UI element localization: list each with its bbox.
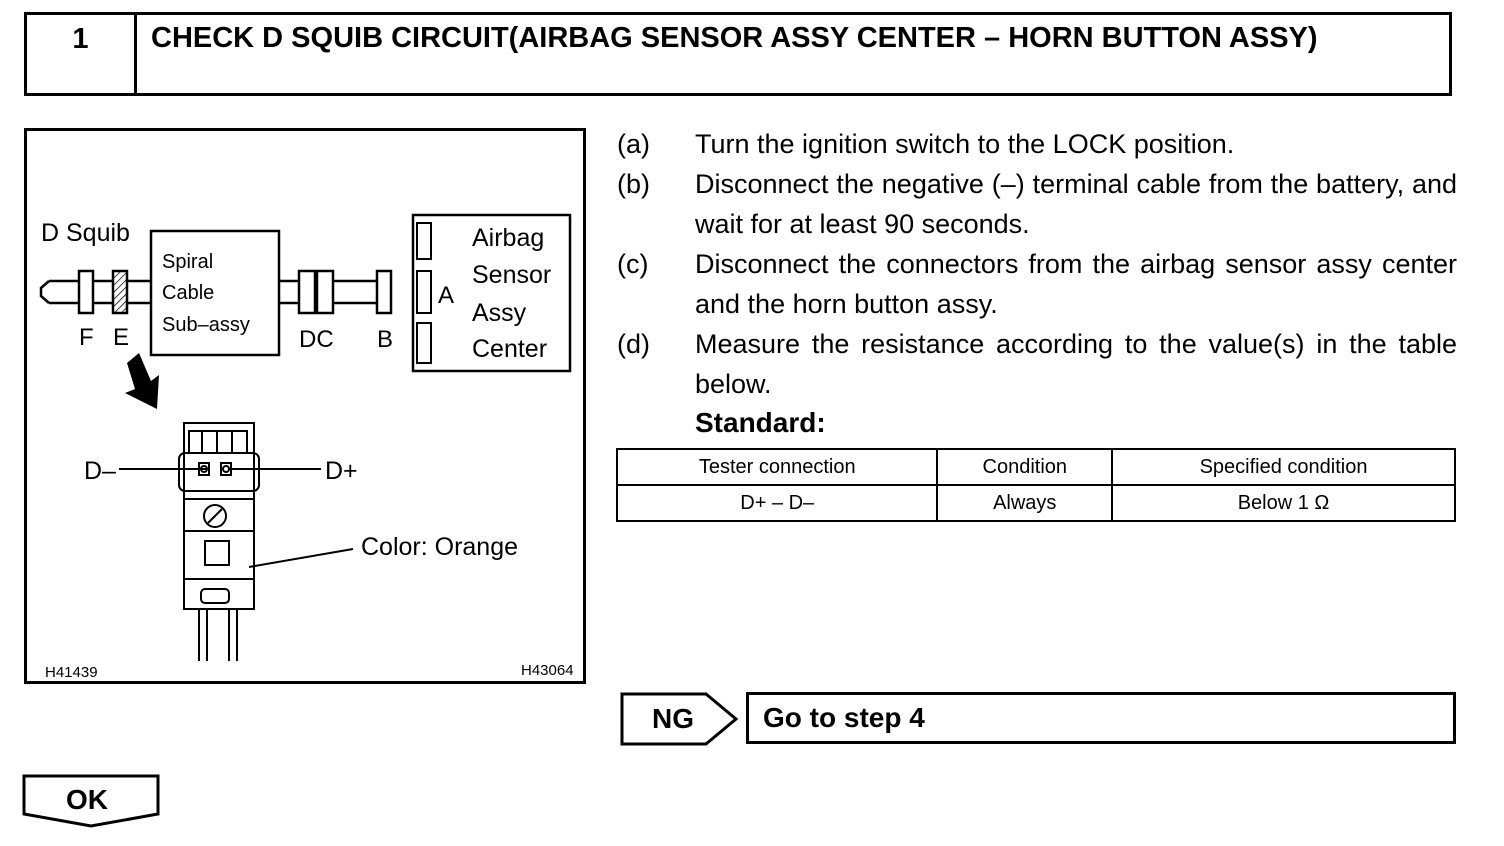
ok-arrow-tag[interactable]: OK (22, 774, 162, 830)
step-text: Disconnect the connectors from the airba… (695, 249, 1457, 319)
squib-plug-tip (39, 280, 50, 304)
table-row: D+ – D– Always Below 1 Ω (615, 484, 1456, 522)
d-squib-label: D Squib (41, 219, 130, 247)
color-note: Color: Orange (361, 533, 518, 561)
ng-arrow-tag[interactable]: NG (620, 692, 744, 746)
arrow-icon (125, 353, 159, 409)
step-label: (a) (617, 129, 650, 159)
table-header-cell: Tester connection (615, 448, 939, 486)
instruction-list: (a) Turn the ignition switch to the LOCK… (617, 124, 1457, 442)
airbag-label-3: Assy (472, 299, 527, 327)
step-text: Measure the resistance according to the … (695, 329, 1457, 399)
airbag-label-1: Airbag (472, 224, 544, 252)
step-label: (c) (617, 249, 649, 279)
step-b: (b) Disconnect the negative (–) terminal… (617, 164, 1457, 244)
spiral-cable-box (149, 229, 281, 357)
table-cell: Always (936, 484, 1114, 522)
connector-closeup (178, 422, 260, 661)
step-label: (d) (617, 329, 650, 359)
connector-e-label: E (113, 324, 129, 351)
step-a: (a) Turn the ignition switch to the LOCK… (617, 124, 1457, 164)
airbag-label-4: Center (472, 335, 547, 363)
table-header-cell: Condition (936, 448, 1114, 486)
table-cell: Below 1 Ω (1111, 484, 1456, 522)
step-text: Turn the ignition switch to the LOCK pos… (695, 129, 1235, 159)
ng-label: NG (652, 703, 694, 734)
step-title: CHECK D SQUIB CIRCUIT(AIRBAG SENSOR ASSY… (151, 22, 1318, 54)
connector-b-label: B (377, 326, 393, 353)
wiring-figure: D Squib F E Spiral Cable Sub–assy DC B (24, 128, 586, 684)
step-d: (d) Measure the resistance according to … (617, 324, 1457, 404)
connector-dc (297, 269, 317, 315)
spec-table: Tester connection Condition Specified co… (615, 448, 1456, 522)
spiral-label-3: Sub–assy (162, 314, 250, 336)
table-cell: D+ – D– (615, 484, 939, 522)
figure-code-left: H41439 (45, 664, 98, 681)
connector-b (375, 269, 393, 315)
table-header-row: Tester connection Condition Specified co… (615, 448, 1456, 486)
step-c: (c) Disconnect the connectors from the a… (617, 244, 1457, 324)
connector-e (111, 269, 129, 315)
connector-a-label: A (438, 282, 454, 309)
spiral-label-2: Cable (162, 282, 214, 304)
connector-a (416, 270, 432, 314)
figure-code-right: H43064 (521, 662, 574, 679)
d-plus-label: D+ (325, 457, 358, 485)
connector-dc-label: DC (299, 326, 334, 353)
ng-action-box[interactable]: Go to step 4 (746, 692, 1456, 744)
ok-label: OK (66, 784, 108, 815)
airbag-label-2: Sensor (472, 261, 551, 289)
spiral-label-1: Spiral (162, 251, 213, 273)
table-header-cell: Specified condition (1111, 448, 1456, 486)
connector-f-label: F (79, 324, 94, 351)
d-minus-label: D– (84, 457, 116, 485)
airbag-sensor-box (411, 213, 572, 373)
step-label: (b) (617, 169, 650, 199)
step-number: 1 (27, 15, 137, 93)
step-header: 1 CHECK D SQUIB CIRCUIT(AIRBAG SENSOR AS… (24, 12, 1452, 96)
connector-f (77, 269, 95, 315)
step-text: Disconnect the negative (–) terminal cab… (695, 169, 1457, 239)
standard-label: Standard: (695, 407, 826, 438)
